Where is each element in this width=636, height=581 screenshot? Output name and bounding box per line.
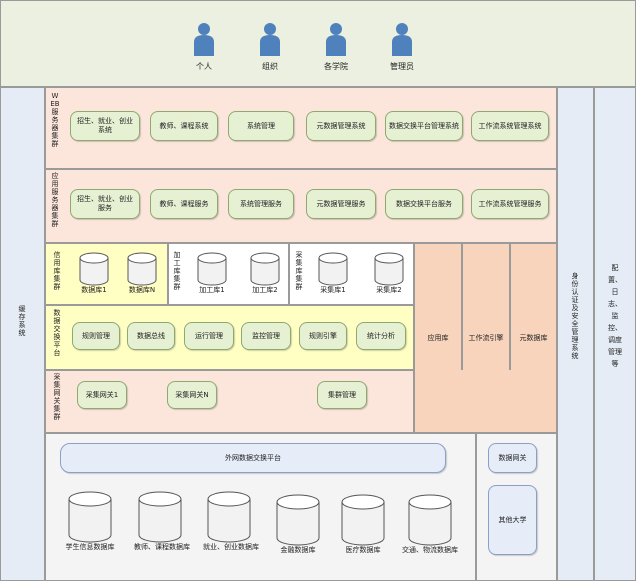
database-icon [197,252,227,286]
data-bus[interactable]: 数据总线 [127,322,175,350]
gateway-label: 采集网关集群 [53,373,61,421]
web-layer-label: WEB服务器集群 [50,92,60,148]
app-exchange-platform-service[interactable]: 数据交换平台服务 [385,189,463,219]
app-layer-label: 应用服务器集群 [51,172,59,228]
app-system-mgmt-service[interactable]: 系统管理服务 [228,189,294,219]
statistical-analysis[interactable]: 统计分析 [356,322,406,350]
collect-db-1: 采集库1 [313,252,353,295]
db-label: 数据库N [128,286,156,294]
database-icon [341,494,385,546]
config-monitor-label: 配置、日志、监控、调度管理等 [608,264,622,368]
other-university[interactable]: 其他大学 [488,485,537,555]
proc-db-1: 加工库1 [192,252,232,295]
database-icon [374,252,404,286]
processing-db-label: 加工库集群 [173,251,181,291]
db-label: 交通、物流数据库 [402,546,458,554]
web-metadata-mgmt[interactable]: 元数据管理系统 [306,111,376,141]
database-icon [318,252,348,286]
person-icon [194,23,214,56]
web-exchange-platform-mgmt[interactable]: 数据交换平台管理系统 [385,111,463,141]
app-db-label: 应用库 [427,334,449,342]
user-organization: 组织 [250,22,290,72]
medical-db: 医疗数据库 [337,494,389,555]
person-icon [260,23,280,56]
users-band [0,0,636,87]
collection-db-label: 采集库集群 [295,251,303,291]
database-icon [127,252,157,286]
rule-management[interactable]: 规则管理 [72,322,120,350]
cache-system-label: 缓存系统 [18,305,26,337]
db-label: 医疗数据库 [345,546,381,554]
db-label: 加工库2 [252,286,278,294]
database-icon [408,494,452,546]
monitoring-management[interactable]: 监控管理 [241,322,291,350]
db-label: 采集库1 [320,286,346,294]
workflow-engine-label: 工作流引擎 [468,334,504,342]
finance-db: 金融数据库 [272,494,324,555]
data-gateway[interactable]: 数据网关 [488,443,537,473]
person-icon [392,23,412,56]
credit-db-label: 信用库集群 [53,251,61,291]
user-admin: 管理员 [382,22,422,72]
user-label: 各学院 [324,62,348,71]
db-1: 数据库1 [74,252,114,295]
student-info-db: 学生信息数据库 [64,491,116,552]
database-icon [68,491,112,543]
exchange-label: 数据交换平台 [53,309,61,357]
operation-management[interactable]: 运行管理 [184,322,234,350]
db-label: 金融数据库 [280,546,316,554]
teacher-course-db: 教师、课程数据库 [134,491,190,552]
db-label: 教师、课程数据库 [134,543,190,551]
cluster-management[interactable]: 集群管理 [317,381,367,409]
collection-gateway-n[interactable]: 采集网关N [167,381,217,409]
gateway-side-strip [414,370,557,433]
user-label: 组织 [262,62,278,71]
external-exchange-bar[interactable]: 外网数据交换平台 [60,443,446,473]
collection-gateway-1[interactable]: 采集网关1 [77,381,127,409]
web-workflow-mgmt[interactable]: 工作流系统管理系统 [471,111,549,141]
app-enroll-service[interactable]: 招生、就业、创业服务 [70,189,140,219]
collect-db-2: 采集库2 [369,252,409,295]
cache-system-column [0,87,45,581]
database-icon [138,491,182,543]
rule-engine[interactable]: 规则引擎 [299,322,347,350]
db-n: 数据库N [122,252,162,295]
app-teacher-course-service[interactable]: 教师、课程服务 [150,189,218,219]
transport-logistics-db: 交通、物流数据库 [400,494,460,555]
db-label: 学生信息数据库 [65,543,115,551]
user-label: 管理员 [390,62,414,71]
web-enroll-system[interactable]: 招生、就业、创业系统 [70,111,140,141]
app-metadata-service[interactable]: 元数据管理服务 [306,189,376,219]
metadata-db-label: 元数据库 [519,334,548,342]
proc-db-2: 加工库2 [245,252,285,295]
db-label: 数据库1 [81,286,107,294]
db-label: 加工库1 [199,286,225,294]
app-workflow-service[interactable]: 工作流系统管理服务 [471,189,549,219]
user-individual: 个人 [184,22,224,72]
database-icon [79,252,109,286]
user-label: 个人 [196,62,212,71]
employment-db: 就业、创业数据库 [203,491,259,552]
db-label: 采集库2 [376,286,402,294]
web-teacher-course-system[interactable]: 教师、课程系统 [150,111,218,141]
database-icon [207,491,251,543]
auth-security-label: 身份认证及安全管理系统 [571,272,579,360]
db-label: 就业、创业数据库 [203,543,259,551]
web-system-mgmt[interactable]: 系统管理 [228,111,294,141]
user-colleges: 各学院 [316,22,356,72]
database-icon [276,494,320,546]
database-icon [250,252,280,286]
person-icon [326,23,346,56]
